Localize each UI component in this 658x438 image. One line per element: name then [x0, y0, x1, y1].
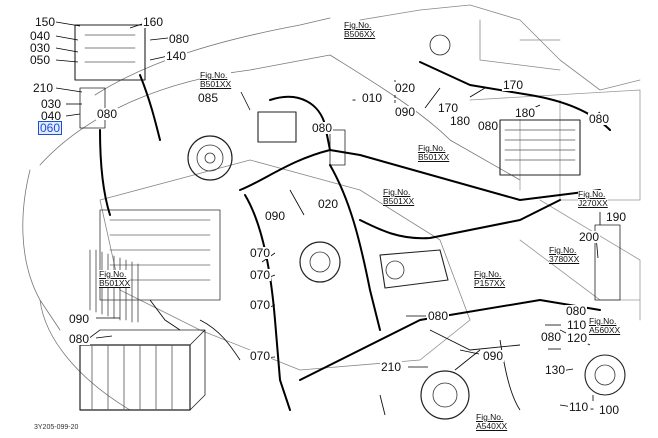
center-bracket — [329, 129, 346, 166]
part-label-120: 120 — [566, 331, 589, 345]
cab-rear-frame — [469, 89, 641, 201]
fig-ref-code: B501XX — [383, 196, 415, 206]
fig-ref-code: B501XX — [200, 79, 232, 89]
battery-body — [79, 344, 191, 411]
fig-ref-b506xx[interactable]: Fig.No. B506XX — [344, 20, 376, 39]
part-label-030: 030 — [29, 41, 52, 55]
part-label-080: 080 — [311, 121, 334, 135]
part-label-085: 085 — [197, 91, 220, 105]
fig-ref-title: Fig.No. — [418, 143, 446, 153]
part-label-080: 080 — [168, 32, 191, 46]
part-label-090: 090 — [482, 349, 505, 363]
fig-ref-a540xx[interactable]: Fig.No. A540XX — [476, 412, 508, 431]
part-label-090: 090 — [264, 209, 287, 223]
part-label-140: 140 — [165, 49, 188, 63]
fig-ref-code: A560XX — [589, 325, 621, 335]
fig-ref-code: J270XX — [578, 198, 608, 208]
part-label-180: 180 — [514, 106, 537, 120]
fender-outline — [22, 169, 131, 411]
engine-block — [99, 209, 221, 301]
part-label-110: 110 — [566, 318, 588, 332]
fig-ref-b501xx[interactable]: Fig.No. B501XX — [200, 70, 232, 89]
range-dash: - — [352, 92, 356, 106]
part-label-200: 200 — [578, 230, 601, 244]
fig-ref-title: Fig.No. — [200, 70, 228, 80]
part-label-150: 150 — [34, 15, 57, 29]
fig-ref-title: Fig.No. — [474, 269, 502, 279]
alternator-lower — [420, 370, 470, 420]
part-label-040: 040 — [40, 109, 63, 123]
relay-cluster-top — [74, 24, 146, 81]
part-label-080: 080 — [540, 330, 563, 344]
drawing-code: 3Y205-099-20 — [34, 424, 79, 431]
fig-ref-title: Fig.No. — [344, 20, 372, 30]
part-label-110: 110 — [568, 400, 590, 414]
range-dash: - — [590, 401, 594, 415]
part-label-030: 030 — [40, 97, 63, 111]
frame-outline — [99, 159, 471, 371]
hood-outline — [39, 17, 521, 181]
part-label-090: 090 — [394, 105, 417, 119]
part-label-020: 020 — [394, 81, 417, 95]
fig-ref-title: Fig.No. — [578, 189, 606, 199]
fig-ref-title: Fig.No. — [476, 412, 504, 422]
part-label-070: 070 — [249, 268, 272, 282]
fig-ref-b501xx[interactable]: Fig.No. B501XX — [418, 143, 450, 162]
fig-ref-code: B506XX — [344, 29, 376, 39]
fig-ref-code: 3780XX — [549, 254, 580, 264]
part-label-070: 070 — [249, 298, 272, 312]
part-label-170: 170 — [437, 101, 460, 115]
part-label-180: 180 — [449, 114, 472, 128]
part-label-080: 080 — [565, 304, 588, 318]
fig-ref-code: P157XX — [474, 278, 506, 288]
part-label-170: 170 — [502, 78, 525, 92]
fig-ref-code: B501XX — [418, 152, 450, 162]
ac-compressor — [187, 135, 233, 181]
fig-ref-title: Fig.No. — [589, 316, 617, 326]
starter-motor — [379, 249, 449, 289]
fig-ref-3780xx[interactable]: Fig.No. 3780XX — [549, 245, 580, 264]
part-label-190: 190 — [605, 210, 628, 224]
part-label-210: 210 — [380, 360, 403, 374]
part-label-050: 050 — [29, 53, 52, 67]
fig-ref-code: B501XX — [99, 278, 131, 288]
selected-part-label-060[interactable]: 060 — [38, 121, 63, 135]
part-label-130: 130 — [544, 363, 567, 377]
fig-ref-code: A540XX — [476, 421, 508, 431]
fig-ref-a560xx[interactable]: Fig.No. A560XX — [589, 316, 621, 335]
part-label-070: 070 — [249, 349, 272, 363]
fig-ref-p157xx[interactable]: Fig.No. P157XX — [474, 269, 506, 288]
fig-ref-title: Fig.No. — [549, 245, 577, 255]
part-label-070: 070 — [249, 246, 272, 260]
part-label-160: 160 — [142, 15, 165, 29]
relay-box — [257, 111, 297, 143]
part-label-210: 210 — [32, 81, 55, 95]
part-label-090: 090 — [68, 312, 91, 326]
bracket-190 — [594, 224, 621, 301]
part-label-040: 040 — [29, 29, 52, 43]
part-label-080: 080 — [427, 309, 450, 323]
fuse-block — [499, 119, 581, 176]
part-label-080: 080 — [588, 112, 611, 126]
upper-right-frame — [359, 4, 641, 91]
fig-ref-b501xx[interactable]: Fig.No. B501XX — [99, 269, 131, 288]
part-label-080: 080 — [477, 119, 500, 133]
part-label-020: 020 — [317, 197, 340, 211]
part-label-080: 080 — [96, 107, 119, 121]
top-connector — [429, 34, 451, 56]
fig-ref-j270xx[interactable]: Fig.No. J270XX — [578, 190, 608, 208]
fig-ref-title: Fig.No. — [383, 187, 411, 197]
fig-ref-title: Fig.No. — [99, 269, 127, 279]
part-label-010: 010 — [361, 91, 384, 105]
part-label-100: 100 — [598, 403, 621, 417]
branch-wires — [149, 299, 591, 416]
alternator-middle — [299, 241, 341, 283]
blower-motor — [584, 354, 626, 396]
fig-ref-b501xx[interactable]: Fig.No. B501XX — [383, 187, 415, 206]
part-label-080: 080 — [68, 332, 91, 346]
